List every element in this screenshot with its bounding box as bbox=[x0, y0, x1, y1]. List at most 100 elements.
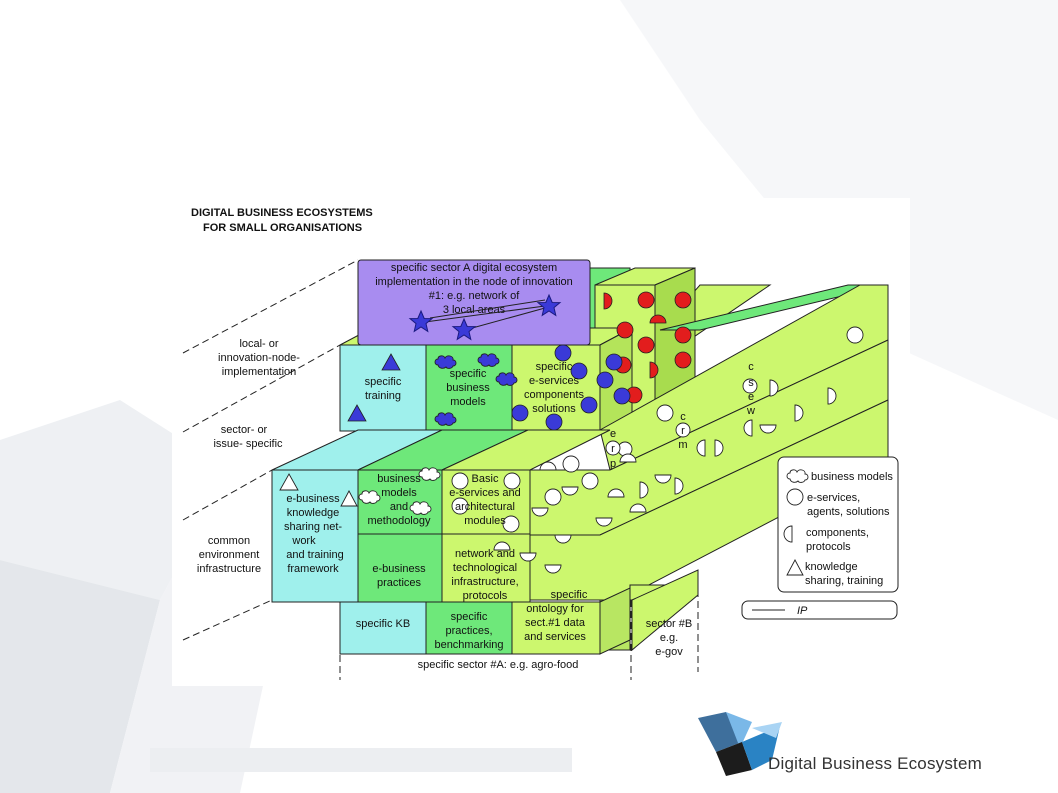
svg-text:business: business bbox=[377, 473, 421, 485]
svg-text:c: c bbox=[748, 361, 754, 373]
level-label-common: common environment infrastructure bbox=[197, 535, 261, 575]
crm-label: c r m bbox=[678, 411, 687, 451]
svg-text:technological: technological bbox=[453, 562, 517, 574]
circle-icon bbox=[786, 488, 804, 506]
svg-text:e-services: e-services bbox=[529, 375, 580, 387]
svg-text:benchmarking: benchmarking bbox=[434, 639, 503, 651]
node-box-line-3: #1: e.g. network of bbox=[429, 290, 520, 302]
triangle-icon bbox=[786, 559, 804, 576]
network-infrastructure-cell: network and technological infrastructure… bbox=[451, 541, 519, 602]
svg-text:framework: framework bbox=[287, 563, 339, 575]
legend-business-models: business models bbox=[811, 471, 893, 483]
svg-text:issue- specific: issue- specific bbox=[213, 438, 283, 450]
svg-text:components: components bbox=[524, 389, 584, 401]
svg-text:network and: network and bbox=[455, 548, 515, 560]
svg-text:business: business bbox=[446, 382, 490, 394]
svg-text:sharing, training: sharing, training bbox=[805, 575, 883, 587]
svg-text:w: w bbox=[746, 405, 755, 417]
svg-text:components,: components, bbox=[806, 527, 869, 539]
svg-text:sector #B: sector #B bbox=[646, 618, 692, 630]
butterfly-logo-icon bbox=[698, 712, 782, 776]
sector-a-label: specific sector #A: e.g. agro-food bbox=[418, 659, 579, 671]
svg-text:specific: specific bbox=[551, 589, 588, 601]
svg-text:specific: specific bbox=[365, 376, 402, 388]
node-box-line-2: implementation in the node of innovation bbox=[375, 276, 573, 288]
pipes bbox=[529, 284, 889, 652]
svg-text:and training: and training bbox=[286, 549, 344, 561]
svg-text:architectural: architectural bbox=[455, 501, 515, 513]
svg-text:e-services and: e-services and bbox=[449, 487, 521, 499]
pipe-markers bbox=[519, 326, 864, 574]
svg-text:knowledge: knowledge bbox=[287, 507, 340, 519]
basic-eservices-cell: Basic e-services and architectural modul… bbox=[449, 472, 521, 533]
level-label-local: local- or innovation-node- implementatio… bbox=[218, 338, 300, 378]
svg-text:sector- or: sector- or bbox=[221, 424, 268, 436]
node-box: specific sector A digital ecosystem impl… bbox=[357, 259, 591, 346]
specific-practices-cell: specific practices, benchmarking bbox=[434, 611, 503, 651]
diagram-title-line-2: FOR SMALL ORGANISATIONS bbox=[203, 222, 362, 234]
svg-text:specific: specific bbox=[450, 368, 487, 380]
half-circle-icon bbox=[783, 525, 793, 543]
svg-text:e-business: e-business bbox=[372, 563, 426, 575]
csew-label: c s e w bbox=[746, 361, 755, 417]
svg-text:solutions: solutions bbox=[532, 403, 576, 415]
brand-name: Digital Business Ecosystem bbox=[768, 754, 982, 773]
svg-text:specific: specific bbox=[536, 361, 573, 373]
svg-text:models: models bbox=[450, 396, 486, 408]
svg-text:methodology: methodology bbox=[368, 515, 431, 527]
ebusiness-knowledge-cell: e-business knowledge sharing net- work a… bbox=[279, 473, 358, 575]
svg-text:r: r bbox=[611, 443, 615, 455]
svg-text:and: and bbox=[390, 501, 408, 513]
svg-text:implementation: implementation bbox=[222, 366, 297, 378]
svg-text:s: s bbox=[748, 377, 754, 389]
svg-text:and services: and services bbox=[524, 631, 586, 643]
svg-text:sharing net-: sharing net- bbox=[284, 521, 342, 533]
knowledge-triangle-icon bbox=[279, 473, 299, 491]
svg-text:practices: practices bbox=[377, 577, 422, 589]
erp-label: e r p bbox=[610, 428, 616, 470]
svg-text:m: m bbox=[678, 439, 687, 451]
specific-ontology-cell: specific ontology for sect.#1 data and s… bbox=[524, 589, 588, 643]
level-label-sector: sector- or issue- specific bbox=[213, 424, 283, 450]
svg-text:e-business: e-business bbox=[286, 493, 340, 505]
specific-training-cell: specific training bbox=[347, 353, 402, 422]
svg-text:sect.#1 data: sect.#1 data bbox=[525, 617, 586, 629]
svg-text:practices,: practices, bbox=[445, 625, 492, 637]
svg-text:specific: specific bbox=[451, 611, 488, 623]
svg-text:common: common bbox=[208, 535, 250, 547]
legend-ip: IP bbox=[797, 605, 808, 617]
svg-text:e: e bbox=[748, 391, 754, 403]
cloud-icon bbox=[786, 469, 809, 483]
svg-text:knowledge: knowledge bbox=[805, 561, 858, 573]
perspective-guides bbox=[182, 259, 699, 680]
business-models-methodology-cell: business models and methodology bbox=[358, 467, 441, 527]
svg-text:local- or: local- or bbox=[239, 338, 278, 350]
svg-text:e-gov: e-gov bbox=[655, 646, 683, 658]
specific-eservices-cell: specific e-services components solutions bbox=[511, 344, 631, 431]
svg-text:infrastructure: infrastructure bbox=[197, 563, 261, 575]
knowledge-triangle-icon bbox=[381, 353, 401, 371]
svg-text:modules: modules bbox=[464, 515, 506, 527]
sector-b-label: sector #B e.g. e-gov bbox=[646, 618, 692, 658]
specific-kb-label: specific KB bbox=[356, 618, 410, 630]
svg-text:p: p bbox=[610, 458, 616, 470]
svg-text:protocols: protocols bbox=[463, 590, 508, 602]
bottom-row bbox=[339, 587, 631, 655]
specific-business-models-cell: specific business models bbox=[434, 353, 518, 426]
node-box-line-1: specific sector A digital ecosystem bbox=[391, 262, 557, 274]
svg-text:work: work bbox=[291, 535, 316, 547]
ebusiness-practices-cell: e-business practices bbox=[372, 563, 426, 589]
knowledge-triangle-icon bbox=[340, 490, 358, 507]
svg-text:innovation-node-: innovation-node- bbox=[218, 352, 300, 364]
svg-text:r: r bbox=[681, 425, 685, 437]
svg-text:c: c bbox=[680, 411, 686, 423]
svg-text:models: models bbox=[381, 487, 417, 499]
svg-text:e: e bbox=[610, 428, 616, 440]
svg-text:environment: environment bbox=[199, 549, 260, 561]
legend: business models e-services, agents, solu… bbox=[741, 456, 899, 620]
diagram-title-line-1: DIGITAL BUSINESS ECOSYSTEMS bbox=[191, 207, 373, 219]
svg-text:training: training bbox=[365, 390, 401, 402]
knowledge-triangle-icon bbox=[347, 404, 367, 422]
svg-text:e-services,: e-services, bbox=[807, 492, 860, 504]
